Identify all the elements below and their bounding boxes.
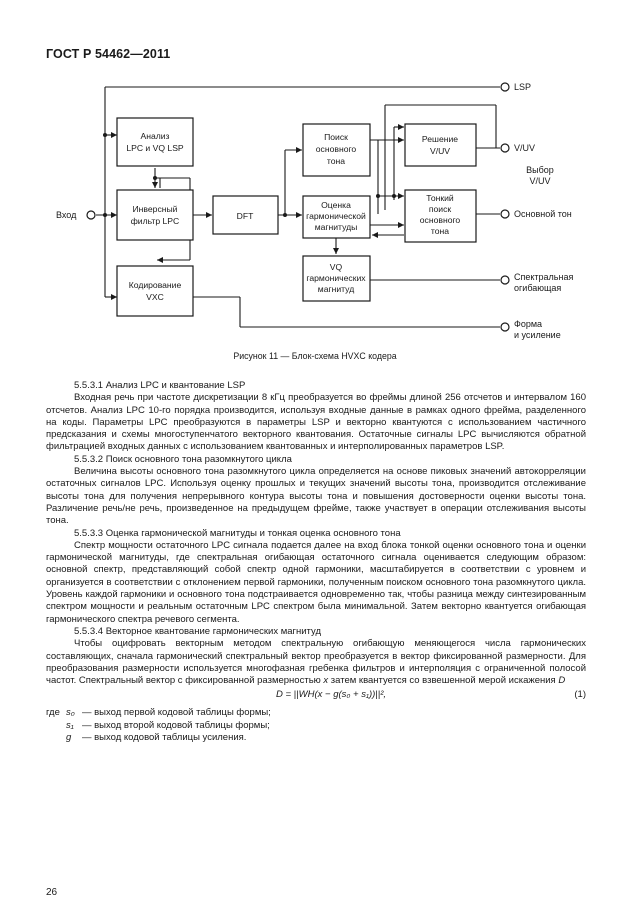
paragraph: Величина высоты основного тона разомкнут… <box>46 466 586 527</box>
definitions-lead: где <box>46 707 60 719</box>
inverse-filter-block <box>116 189 194 241</box>
spectral-envelope-label-2: огибающая <box>514 283 561 293</box>
vuv-output-label: V/UV <box>514 143 535 153</box>
definition-symbol: g <box>66 732 72 744</box>
shape-gain-output-node <box>500 322 510 332</box>
definition-text: — выход кодовой таблицы усиления. <box>82 732 247 744</box>
vuv-decision-label-2: V/UV <box>430 146 450 156</box>
vq-harmonic-label-3: магнитуд <box>318 284 354 294</box>
dft-block <box>212 195 279 235</box>
inverse-filter-label-1: Инверсный <box>133 204 178 214</box>
vq-harmonic-label-1: VQ <box>330 262 343 272</box>
junction-dot <box>103 133 107 137</box>
harmonic-estimation-label-2: гармонической <box>306 211 366 221</box>
dft-label: DFT <box>237 211 254 221</box>
input-node <box>86 210 96 220</box>
definition-item: s₁ — выход второй кодовой таблицы формы; <box>46 720 586 732</box>
section-heading: 5.5.3.3 Оценка гармонической магнитуды и… <box>74 527 401 539</box>
junction-dot <box>103 213 107 217</box>
input-label: Вход <box>56 210 77 220</box>
lpc-analysis-block <box>116 117 194 167</box>
paragraph: Спектр мощности остаточного LPC сигнала … <box>46 539 586 625</box>
equation: D = ||WH(x − g(s₀ + s₁))||², <box>276 689 387 701</box>
document-header: ГОСТ Р 54462—2011 <box>46 47 171 61</box>
vuv-output-node <box>500 143 510 153</box>
pitch-search-label-1: Поиск <box>324 132 348 142</box>
fine-pitch-label-4: тона <box>431 226 449 236</box>
lpc-analysis-label-1: Анализ <box>140 131 169 141</box>
definition-text: — выход первой кодовой таблицы формы; <box>82 707 271 719</box>
document-body: 5.5.3.1 Анализ LPC и квантование LSP Вхо… <box>46 380 586 744</box>
pitch-search-block <box>302 123 371 177</box>
vxc-coding-block <box>116 265 194 317</box>
shape-gain-label-1: Форма <box>514 319 542 329</box>
definition-symbol: s₁ <box>66 719 74 731</box>
definition-symbol: s₀ <box>66 707 75 719</box>
vxc-coding-label-2: VXC <box>146 292 164 302</box>
fine-pitch-label-2: поиск <box>429 204 452 214</box>
definition-item: g — выход кодовой таблицы усиления. <box>46 732 586 744</box>
paragraph-text: затем квантуется со взвешенной мерой иск… <box>330 675 556 687</box>
definition-text: — выход второй кодовой таблицы формы; <box>82 719 270 731</box>
vuv-decision-label-1: Решение <box>422 134 458 144</box>
pitch-output-node <box>500 209 510 219</box>
junction-dot <box>392 194 396 198</box>
harmonic-estimation-label-3: магнитуды <box>315 222 358 232</box>
hvxc-encoder-block-diagram: Анализ LPC и VQ LSP Инверсный фильтр LPC… <box>56 82 573 340</box>
paragraph: Чтобы оцифровать векторным методом спект… <box>46 638 586 687</box>
section-heading: 5.5.3.1 Анализ LPC и квантование LSP <box>74 380 246 391</box>
vq-harmonic-label-2: гармонических <box>306 273 366 283</box>
variable-d: D <box>558 675 566 687</box>
vuv-select-label-2: V/UV <box>529 176 550 186</box>
vq-harmonic-block <box>302 255 371 302</box>
section-heading: 5.5.3.2 Поиск основного тона разомкнутог… <box>74 453 292 465</box>
variable-x: x <box>323 675 329 687</box>
shape-gain-label-2: и усиление <box>514 330 561 340</box>
definitions-list: где s₀ — выход первой кодовой таблицы фо… <box>46 707 586 744</box>
equation-row: D = ||WH(x − g(s₀ + s₁))||², (1) <box>46 689 586 706</box>
lsp-output-node <box>500 82 510 92</box>
pitch-output-label: Основной тон <box>514 209 572 219</box>
junction-dot <box>283 213 287 217</box>
paragraph-text: Чтобы оцифровать векторным методом спект… <box>46 638 586 687</box>
spectral-envelope-label-1: Спектральная <box>514 272 573 282</box>
spectral-envelope-output-node <box>500 275 510 285</box>
page-number: 26 <box>46 887 58 898</box>
lpc-analysis-label-2: LPC и VQ LSP <box>126 143 184 153</box>
pitch-search-label-2: основного <box>316 144 357 154</box>
pitch-search-label-3: тона <box>327 156 345 166</box>
figure-caption: Рисунок 11 — Блок-схема HVXC кодера <box>233 351 397 361</box>
fine-pitch-label-1: Тонкий <box>426 193 454 203</box>
fine-pitch-block <box>404 189 477 243</box>
junction-dot <box>153 176 157 180</box>
section-heading: 5.5.3.4 Векторное квантование гармоничес… <box>74 625 321 637</box>
harmonic-estimation-label-1: Оценка <box>321 200 351 210</box>
definition-item: где s₀ — выход первой кодовой таблицы фо… <box>46 707 586 719</box>
vuv-select-label-1: Выбор <box>526 165 554 175</box>
vuv-decision-block <box>404 123 477 167</box>
inverse-filter-label-2: фильтр LPC <box>131 216 180 226</box>
junction-dot <box>376 194 380 198</box>
lsp-output-label: LSP <box>514 82 531 92</box>
harmonic-estimation-block <box>302 195 371 239</box>
equation-number: (1) <box>574 689 586 701</box>
vxc-coding-label-1: Кодирование <box>129 280 182 290</box>
paragraph: Входная речь при частоте дискретизации 8… <box>46 392 586 453</box>
fine-pitch-label-3: основного <box>420 215 461 225</box>
